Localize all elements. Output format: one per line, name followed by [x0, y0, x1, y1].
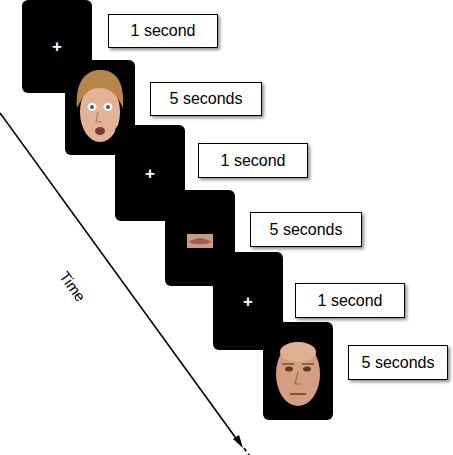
duration-box: 1 second — [108, 14, 218, 48]
duration-box: 1 second — [295, 283, 405, 318]
duration-text: 5 seconds — [270, 221, 343, 239]
duration-text: 5 seconds — [170, 90, 243, 108]
time-arrowhead — [233, 435, 243, 448]
duration-text: 1 second — [131, 22, 196, 40]
fixation-cross: + — [52, 38, 62, 55]
duration-text: 5 seconds — [362, 354, 435, 372]
duration-text: 1 second — [221, 152, 286, 170]
duration-box: 5 seconds — [150, 82, 262, 116]
face-screen — [263, 322, 333, 420]
duration-box: 1 second — [198, 143, 308, 178]
duration-box: 5 seconds — [250, 212, 362, 247]
duration-box: 5 seconds — [348, 345, 448, 380]
duration-text: 1 second — [318, 292, 383, 310]
time-dash — [244, 448, 254, 455]
fixation-cross: + — [145, 165, 155, 182]
fixation-cross: + — [243, 293, 253, 310]
axis-label: Time — [56, 268, 89, 305]
